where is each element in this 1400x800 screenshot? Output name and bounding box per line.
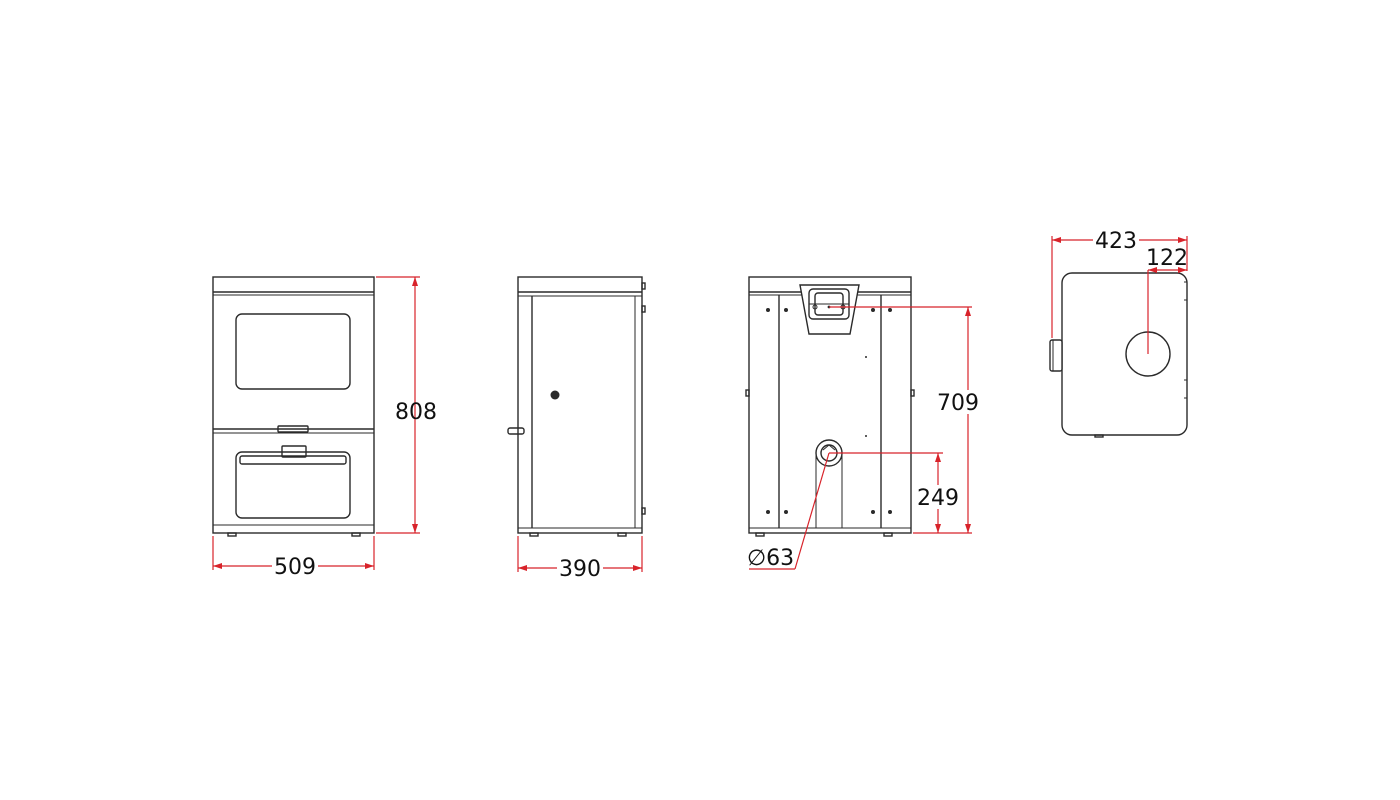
top-outlet-offset-dimension [1147,267,1187,354]
side-depth-dimension [517,536,643,579]
top-depth-dimension [1051,229,1188,338]
side-view [507,276,646,537]
top-view [1049,272,1188,438]
rear-inlet-diameter-leader [749,452,830,570]
front-width-dimension [212,536,375,577]
front-height-label: 808 [395,400,437,425]
front-width-label: 509 [274,555,316,580]
rear-view [745,276,915,537]
front-view [212,276,375,537]
rear-inlet-height-dimension [829,452,959,533]
rear-inlet-diameter-label: ∅63 [747,546,794,571]
rear-outlet-height-label: 709 [937,391,979,416]
top-depth-label: 423 [1095,229,1137,254]
top-outlet-offset-label: 122 [1146,246,1188,271]
rear-inlet-height-label: 249 [917,486,959,511]
front-height-dimension [376,276,420,534]
side-depth-label: 390 [559,557,601,582]
rear-outlet-height-dimension [829,306,987,534]
side-knob [550,390,560,400]
